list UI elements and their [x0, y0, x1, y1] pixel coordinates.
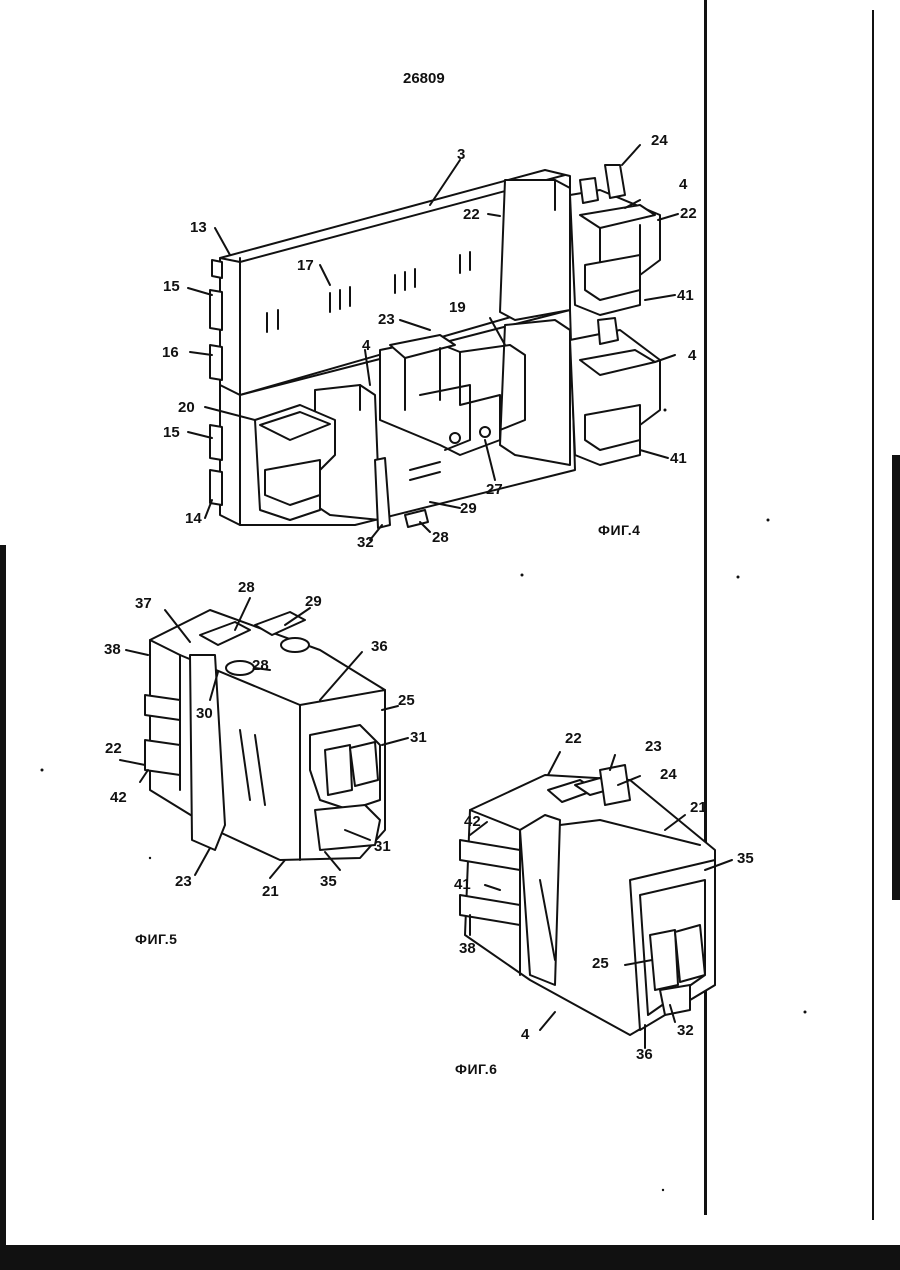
ref-label-28: 28: [238, 580, 255, 595]
ref-label-24: 24: [651, 133, 668, 148]
ref-label-13: 13: [190, 220, 207, 235]
ref-label-24: 24: [660, 767, 677, 782]
figure-6-drawing: [460, 752, 732, 1048]
ref-label-38: 38: [104, 642, 121, 657]
figure-5-drawing: [120, 598, 408, 878]
ref-label-4: 4: [521, 1027, 529, 1042]
ref-label-23: 23: [378, 312, 395, 327]
ref-label-22: 22: [680, 206, 697, 221]
figure-4-drawing: [188, 145, 678, 540]
ref-label-3: 3: [457, 147, 465, 162]
ref-label-41: 41: [670, 451, 687, 466]
figure-5-caption: ФИГ.5: [135, 931, 177, 947]
ref-label-4: 4: [679, 177, 687, 192]
ref-label-42: 42: [464, 814, 481, 829]
ref-label-31: 31: [410, 730, 427, 745]
ref-label-17: 17: [297, 258, 314, 273]
ref-label-15: 15: [163, 279, 180, 294]
ref-label-22: 22: [105, 741, 122, 756]
ref-label-32: 32: [677, 1023, 694, 1038]
ref-label-36: 36: [371, 639, 388, 654]
ref-label-20: 20: [178, 400, 195, 415]
ref-label-41: 41: [454, 877, 471, 892]
ref-label-29: 29: [305, 594, 322, 609]
figure-4-caption: ФИГ.4: [598, 522, 640, 538]
ref-label-31: 31: [374, 839, 391, 854]
ref-label-38: 38: [459, 941, 476, 956]
figure-6-caption: ФИГ.6: [455, 1061, 497, 1077]
ref-label-36: 36: [636, 1047, 653, 1062]
ref-label-19: 19: [449, 300, 466, 315]
ref-label-32: 32: [357, 535, 374, 550]
ref-label-21: 21: [262, 884, 279, 899]
ref-label-23: 23: [645, 739, 662, 754]
ref-label-14: 14: [185, 511, 202, 526]
ref-label-22: 22: [565, 731, 582, 746]
ref-label-22: 22: [463, 207, 480, 222]
ref-label-4: 4: [362, 338, 370, 353]
ref-label-21: 21: [690, 800, 707, 815]
ref-label-35: 35: [320, 874, 337, 889]
ref-label-4: 4: [688, 348, 696, 363]
ref-label-37: 37: [135, 596, 152, 611]
ref-label-28: 28: [432, 530, 449, 545]
ref-label-42: 42: [110, 790, 127, 805]
ref-label-41: 41: [677, 288, 694, 303]
ref-label-25: 25: [398, 693, 415, 708]
ref-label-23: 23: [175, 874, 192, 889]
ref-label-27: 27: [486, 482, 503, 497]
ref-label-29: 29: [460, 501, 477, 516]
ref-label-28: 28: [252, 658, 269, 673]
ref-label-16: 16: [162, 345, 179, 360]
ref-label-25: 25: [592, 956, 609, 971]
ref-label-35: 35: [737, 851, 754, 866]
ref-label-30: 30: [196, 706, 213, 721]
ref-label-15: 15: [163, 425, 180, 440]
